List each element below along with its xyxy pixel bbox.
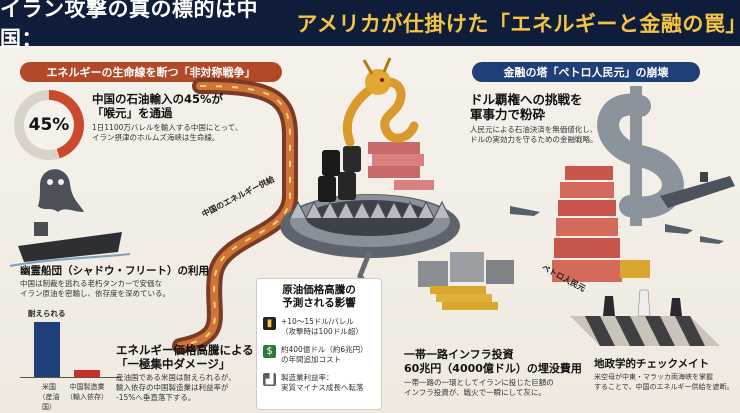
money-icon: $	[263, 345, 276, 358]
bri-detail-1: 一帯一路の一環としてイランに投じた巨額の	[404, 378, 554, 387]
bar-label-us: 米国 （産油国）	[34, 382, 64, 412]
bar-label-china: 中国製造業 （輸入依存）	[64, 382, 110, 402]
oil-pipeline	[172, 78, 298, 354]
tanker-ship-icon	[9, 222, 131, 267]
impact-item-margin: ▟ 製造業利益率： 実質マイナス成長へ転落	[263, 373, 363, 393]
impact-box: 原油価格高騰の 予測される影響 ▮ +10〜15ドル/バレル （攻撃時は100ド…	[256, 278, 382, 410]
impact-item-cost-line1: 約400億ドル（約6兆円）	[281, 345, 368, 354]
dollar-detail-2: ドルの実効力を守るための金融戦略。	[470, 135, 598, 144]
bar-label-us-line1: 米国	[42, 383, 56, 391]
fighter-jet-icon	[510, 206, 724, 244]
factory-icon: ▟	[263, 373, 276, 386]
bar-chart-baseline	[20, 377, 120, 378]
impact-box-title-1: 原油価格高騰の	[282, 284, 356, 296]
bri-detail-2: インフラ投資が、戦火で一瞬にして灰に。	[404, 388, 546, 397]
ghost-fleet-detail-2: イラン原油を密輸し、依存度を深めている。	[20, 289, 170, 298]
energy-price-detail-1: 産油国である米国は耐えられるが、	[116, 373, 236, 382]
yuan-banknotes	[368, 142, 434, 190]
impact-item-margin-line1: 製造業利益率：	[281, 373, 334, 382]
impact-item-cost-line2: の年間追加コスト	[281, 355, 341, 364]
yuan-tower	[552, 166, 650, 282]
dollar-detail-1: 人民元による石油決済を無価値化し、	[470, 125, 598, 134]
bar-china	[74, 370, 100, 378]
dollar-headline-2: 軍事力で粉砕	[470, 107, 546, 122]
dollar-sign-icon	[597, 86, 684, 226]
impact-item-price: ▮ +10〜15ドル/バレル （攻撃時は100ドル超）	[263, 317, 363, 337]
central-illustration	[9, 57, 735, 354]
bri-headline-2: 60兆円（4000億ドル）の埋没費用	[404, 362, 582, 375]
checkmate-detail-1: 米空母が中東・マラッカ両海峡を掌握	[594, 373, 713, 381]
bar-us	[34, 322, 60, 378]
impact-item-price-line1: +10〜15ドル/バレル	[281, 317, 354, 326]
checkmate-headline: 地政学的チェックメイト	[594, 358, 710, 370]
ghost-icon	[38, 169, 84, 212]
section-pill-energy: エネルギーの生命線を断つ「非対称戦争」	[20, 62, 282, 82]
bri-headline-1: 一帯一路インフラ投資	[404, 348, 514, 361]
energy-price-detail-2: 輸入依存の中国製造業は利益率が	[116, 383, 229, 392]
dollar-headline-1: ドル覇権への挑戦を	[470, 92, 583, 107]
title-bar: イラン攻撃の真の標的は中国： アメリカが仕掛けた「エネルギーと金融の罠」	[0, 0, 740, 51]
aircraft-carrier-icon	[660, 172, 735, 208]
bar-label-china-line1: 中国製造業	[69, 383, 105, 391]
impact-item-margin-line2: 実質マイナス成長へ転落	[281, 383, 364, 392]
dragon-icon	[342, 57, 419, 147]
chess-board-icon	[570, 289, 720, 346]
oil-barrels	[318, 146, 361, 202]
dependency-bar-chart	[20, 318, 120, 378]
import-detail-2: イラン摂津のホルムズ海峡は生命線。	[92, 133, 220, 142]
energy-price-detail-3: -15%へ垂直落下する。	[116, 393, 196, 402]
import-detail-1: 1日1100万バレルを輸入する中国にとって、	[92, 123, 243, 132]
ghost-fleet-headline: 幽霊船団（シャドウ・フリート）の利用	[20, 265, 209, 277]
title-part2: アメリカが仕掛けた「エネルギーと金融の罠」	[296, 12, 740, 36]
import-headline-2: 「喉元」を通過	[92, 106, 173, 120]
energy-price-headline-2: 「一極集中ダメージ」	[116, 357, 231, 371]
import-headline-1: 中国の石油輸入の45%が	[92, 92, 224, 106]
checkmate-detail-2: することで、中国のエネルギー供給を遮断。	[594, 383, 734, 391]
bar-chart-top-label: 耐えられる	[28, 309, 66, 318]
impact-item-price-line2: （攻撃時は100ドル超）	[281, 327, 363, 336]
import-share-ring: 45%	[14, 90, 84, 160]
energy-price-headline-1: エネルギー価格高騰による	[116, 343, 254, 357]
import-share-percent: 45%	[24, 100, 74, 150]
bar-label-china-line2: （輸入依存）	[66, 393, 108, 401]
infrastructure-rubble	[418, 252, 514, 310]
impact-item-cost: $ 約400億ドル（約6兆円） の年間追加コスト	[263, 345, 368, 365]
impact-box-title-2: 予測される影響	[282, 297, 356, 309]
oil-barrel-icon: ▮	[263, 317, 276, 330]
title-part1: イラン攻撃の真の標的は中国：	[0, 0, 258, 51]
bar-label-us-line2: （産油国）	[38, 393, 60, 411]
section-pill-finance: 金融の塔「ペトロ人民元」の崩壊	[472, 62, 700, 82]
ghost-fleet-detail-1: 中国は制裁を逃れる老朽タンカーで安価な	[20, 279, 163, 288]
